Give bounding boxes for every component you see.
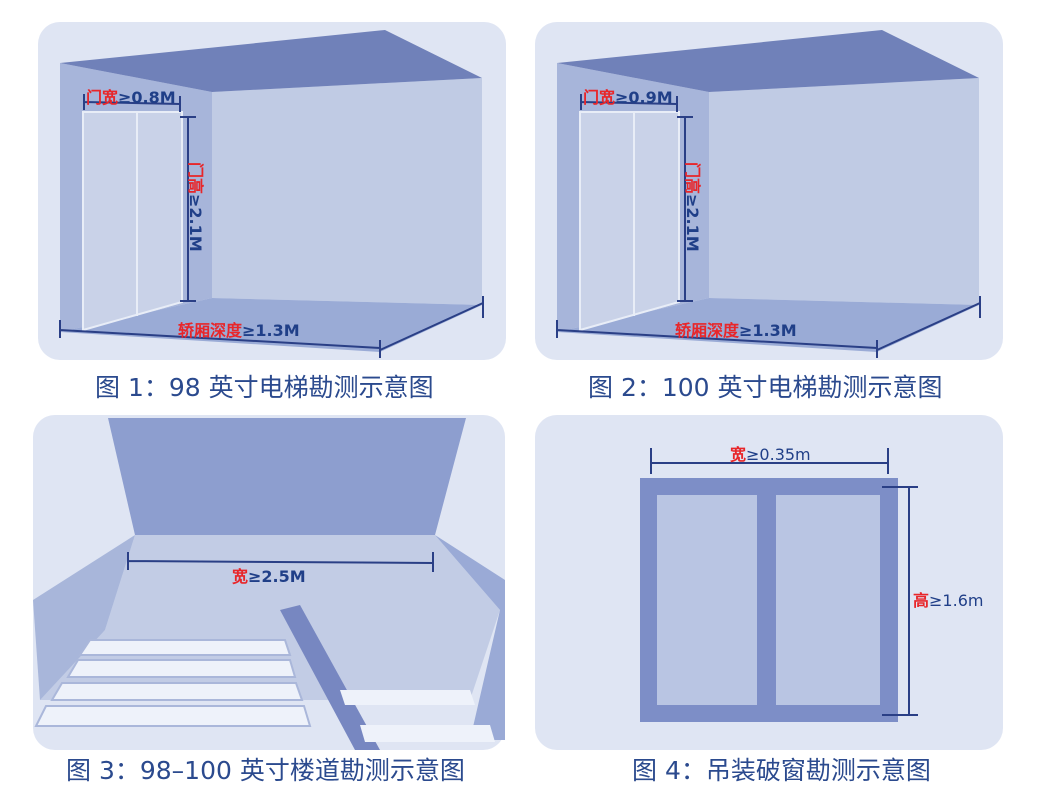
- window-width-label: 宽≥0.35m: [730, 445, 811, 464]
- depth-label-2: 轿厢深度≥1.3M: [675, 321, 797, 340]
- door-height-label-1: 门高≥2.1M: [186, 162, 205, 252]
- caption-1: 图 1：98 英寸电梯勘测示意图: [95, 373, 434, 402]
- window-diagram: [640, 448, 918, 722]
- depth-label-1: 轿厢深度≥1.3M: [178, 321, 300, 340]
- caption-3: 图 3：98–100 英寸楼道勘测示意图: [66, 756, 465, 785]
- stair-width-label: 宽≥2.5M: [232, 567, 306, 586]
- door-height-label-2: 门高≥2.1M: [683, 162, 702, 252]
- stairwell-diagram: [33, 418, 505, 750]
- door-width-label-2: 门宽≥0.9M: [583, 88, 673, 107]
- door-width-label-1: 门宽≥0.8M: [86, 88, 176, 107]
- caption-4: 图 4：吊装破窗勘测示意图: [632, 756, 931, 785]
- window-height-label: 高≥1.6m: [913, 591, 983, 610]
- elevator-diagram-2: [556, 30, 981, 358]
- elevator-diagram-1: [59, 30, 484, 358]
- caption-2: 图 2：100 英寸电梯勘测示意图: [588, 373, 943, 402]
